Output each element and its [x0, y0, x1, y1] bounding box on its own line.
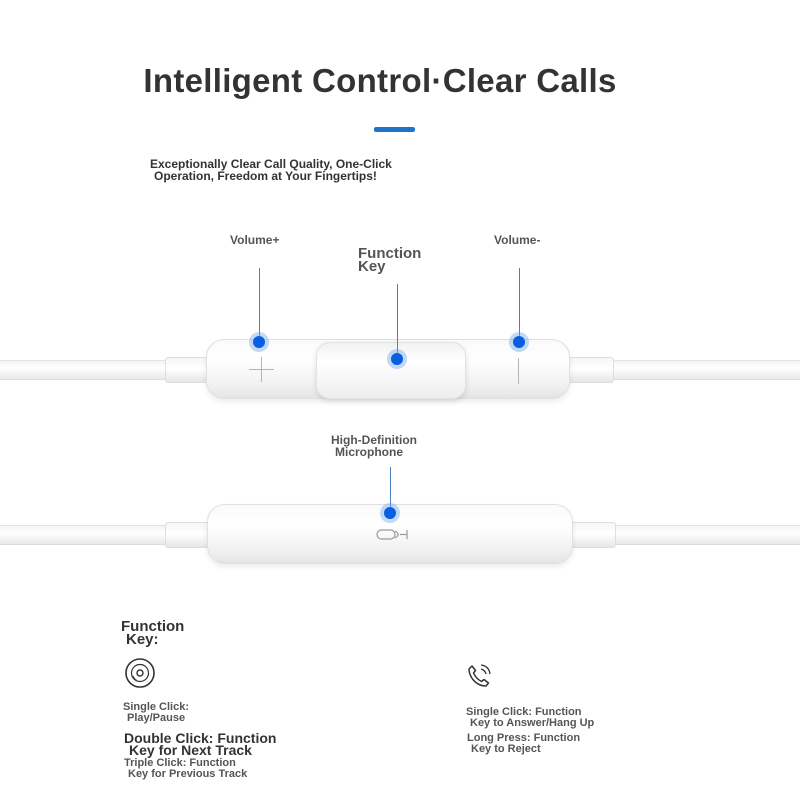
volume-down-dot — [513, 336, 525, 348]
call-long-press: Long Press: Function Key to Reject — [467, 733, 580, 755]
music-disc-icon — [125, 658, 155, 688]
microphone-icon — [376, 529, 408, 540]
function-key-label: Function Key — [358, 245, 422, 275]
function-key-dot — [391, 353, 403, 365]
cable-left — [0, 360, 175, 380]
call-single-click: Single Click: Function Key to Answer/Han… — [466, 707, 594, 729]
microphone-label-line-1: High-Definition — [331, 433, 417, 447]
music-double-click: Double Click: Function Key for Next Trac… — [124, 730, 277, 758]
mic-cable-ferrule-right — [568, 522, 616, 548]
music-double-click-line-1: Double Click: Function — [124, 730, 277, 746]
call-single-click-line-2: Key to Answer/Hang Up — [470, 717, 595, 729]
music-single-click-line-2: Play/Pause — [127, 712, 186, 724]
microphone-dot — [384, 507, 396, 519]
subtitle-line-1: Exceptionally Clear Call Quality, One-Cl… — [150, 157, 392, 171]
call-long-press-line-2: Key to Reject — [471, 743, 541, 755]
function-section-title-line-1: Function — [121, 618, 185, 635]
volume-up-label: Volume+ — [230, 233, 280, 247]
function-section-title: Function Key: — [121, 618, 185, 648]
plus-icon[interactable] — [261, 357, 262, 382]
cable-right — [612, 360, 800, 380]
minus-icon[interactable] — [518, 358, 519, 384]
music-single-click: Single Click: Play/Pause — [123, 702, 189, 724]
music-double-click-line-2: Key for Next Track — [129, 742, 252, 758]
volume-down-leader — [519, 268, 520, 340]
call-long-press-line-1: Long Press: Function — [467, 732, 581, 744]
music-single-click-line-1: Single Click: — [123, 701, 190, 713]
music-triple-click-line-1: Triple Click: Function — [124, 757, 236, 769]
subtitle-line-2: Operation, Freedom at Your Fingertips! — [154, 169, 377, 183]
mic-cable-ferrule-left — [165, 522, 213, 548]
music-triple-click-line-2: Key for Previous Track — [128, 768, 248, 780]
music-triple-click: Triple Click: Function Key for Previous … — [124, 758, 247, 780]
function-key-button[interactable] — [316, 342, 466, 399]
page-title: Intelligent Control·Clear Calls — [143, 62, 617, 99]
mic-cable-right — [612, 525, 800, 545]
microphone-label: High-Definition Microphone — [331, 434, 417, 458]
phone-call-icon — [468, 664, 491, 687]
cable-ferrule-right — [566, 357, 614, 383]
title-underline — [374, 127, 415, 132]
microphone-leader — [390, 467, 391, 510]
function-key-leader — [397, 284, 398, 357]
mic-cable-left — [0, 525, 175, 545]
volume-up-dot — [253, 336, 265, 348]
microphone-label-line-2: Microphone — [335, 445, 403, 459]
subtitle: Exceptionally Clear Call Quality, One-Cl… — [150, 158, 450, 182]
function-key-label-line-2: Key — [358, 258, 386, 275]
function-key-label-line-1: Function — [358, 245, 422, 262]
volume-up-leader — [259, 268, 260, 340]
function-section-title-line-2: Key: — [126, 631, 159, 648]
call-single-click-line-1: Single Click: Function — [466, 706, 582, 718]
volume-down-label: Volume- — [494, 233, 541, 247]
